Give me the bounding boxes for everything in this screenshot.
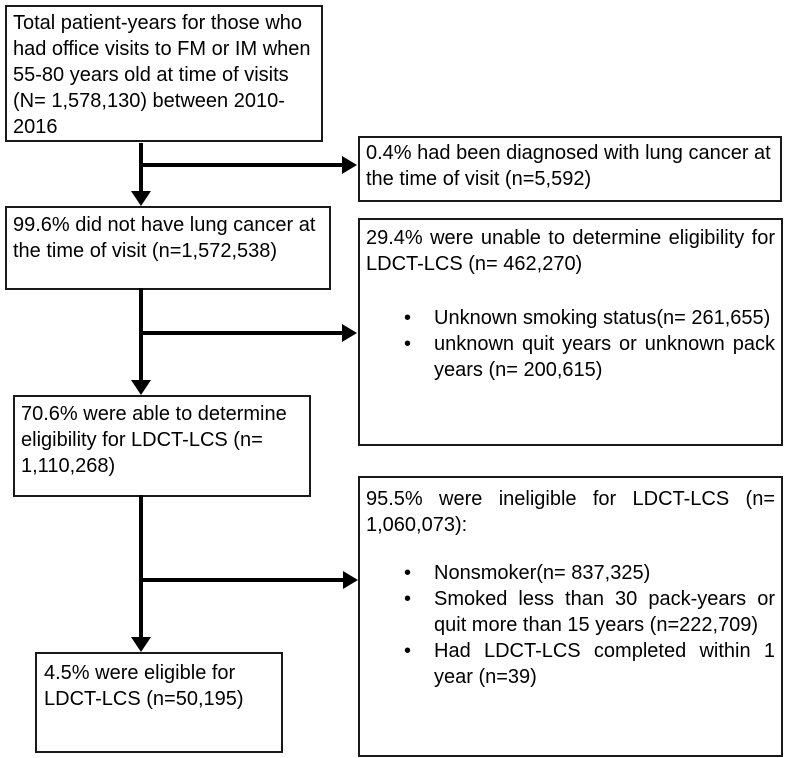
- flow-box-text: 70.6% were able to determine eligibility…: [21, 403, 287, 477]
- bullet-icon: •: [404, 333, 412, 355]
- arrow-no-cancer-to-able-line: [139, 288, 143, 382]
- flow-box-text: Total patient-years for those who had of…: [13, 12, 311, 138]
- flow-box-text: 99.6% did not have lung cancer at the ti…: [13, 214, 316, 262]
- arrowhead-right-icon: [342, 324, 357, 342]
- flow-box-ineligible: 95.5% were ineligible for LDCT-LCS (n= 1…: [358, 476, 783, 757]
- arrowhead-right-icon: [343, 571, 358, 589]
- flow-box-total-patient-years: Total patient-years for those who had of…: [5, 5, 323, 142]
- bullet-item: • Unknown smoking status(n= 261,655): [404, 305, 775, 331]
- bullet-text: Had LDCT-LCS completed within 1 year (n=…: [434, 640, 775, 688]
- bullet-item: • Smoked less than 30 pack-years or quit…: [404, 586, 775, 638]
- bullet-icon: •: [404, 588, 412, 610]
- arrowhead-down-icon: [131, 191, 151, 206]
- flow-box-unable-to-determine-eligibility: 29.4% were unable to determine eligibili…: [358, 218, 783, 446]
- bullet-icon: •: [404, 562, 412, 584]
- arrowhead-down-icon: [131, 637, 151, 652]
- flow-box-text: 4.5% were eligible for LDCT-LCS (n=50,19…: [44, 662, 244, 710]
- arrow-branch-to-unable-line: [139, 331, 342, 335]
- flow-box-text: 29.4% were unable to determine eligibili…: [366, 227, 775, 275]
- bullet-list: • Unknown smoking status(n= 261,655) • u…: [366, 305, 775, 383]
- bullet-item: • unknown quit years or unknown pack yea…: [404, 331, 775, 383]
- bullet-icon: •: [404, 640, 412, 662]
- bullet-item: • Had LDCT-LCS completed within 1 year (…: [404, 638, 775, 690]
- bullet-text: Nonsmoker(n= 837,325): [434, 562, 651, 584]
- arrowhead-down-icon: [131, 380, 151, 395]
- bullet-text: unknown quit years or unknown pack years…: [434, 333, 775, 381]
- bullet-text: Unknown smoking status(n= 261,655): [434, 307, 771, 329]
- flow-box-eligible: 4.5% were eligible for LDCT-LCS (n=50,19…: [35, 652, 283, 753]
- bullet-item: • Nonsmoker(n= 837,325): [404, 560, 775, 586]
- arrow-total-to-no-cancer-line: [139, 143, 143, 192]
- arrow-branch-to-ineligible-line: [139, 578, 343, 582]
- bullet-text: Smoked less than 30 pack-years or quit m…: [434, 588, 775, 636]
- flow-box-able-to-determine-eligibility: 70.6% were able to determine eligibility…: [13, 395, 311, 497]
- bullet-list: • Nonsmoker(n= 837,325) • Smoked less th…: [366, 560, 775, 690]
- flow-box-text: 0.4% had been diagnosed with lung cancer…: [366, 142, 771, 190]
- arrow-able-to-eligible-line: [139, 495, 143, 639]
- flow-box-text: 95.5% were ineligible for LDCT-LCS (n= 1…: [366, 488, 775, 536]
- arrow-branch-to-diagnosed-line: [139, 163, 342, 167]
- arrowhead-right-icon: [342, 156, 357, 174]
- flow-box-diagnosed-lung-cancer: 0.4% had been diagnosed with lung cancer…: [358, 136, 782, 202]
- bullet-icon: •: [404, 307, 412, 329]
- flow-box-no-lung-cancer: 99.6% did not have lung cancer at the ti…: [5, 206, 331, 290]
